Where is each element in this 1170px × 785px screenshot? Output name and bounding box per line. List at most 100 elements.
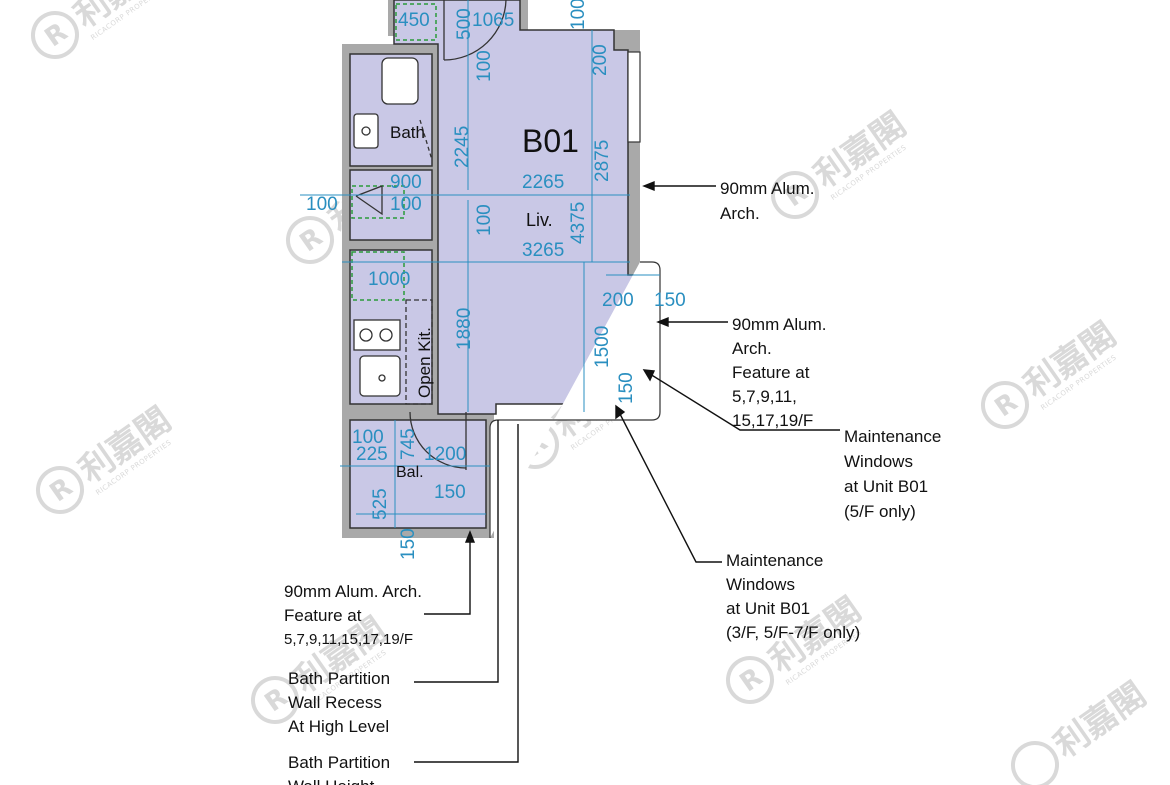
bath-fixtures xyxy=(353,57,433,216)
callout-line: Bath Partition xyxy=(288,753,390,772)
callout-line: Arch. xyxy=(720,204,760,223)
dim-100-top: 100 xyxy=(568,0,589,30)
callout-line: Windows xyxy=(844,452,913,471)
callout-alum-arch-bal: 90mm Alum. Arch. Feature at 5,7,9,11,15,… xyxy=(284,582,422,648)
watermark-logo: R 利嘉閣 RICACORP PROPERTIES xyxy=(36,400,179,514)
window-upper xyxy=(627,51,641,143)
callout-leaders xyxy=(414,180,840,763)
dim-100-bal: 100 xyxy=(352,427,384,448)
dim-225: 225 xyxy=(356,444,388,465)
dim-745: 745 xyxy=(398,428,419,460)
leader-bath-height xyxy=(414,424,519,763)
dim-2265: 2265 xyxy=(522,172,564,193)
callout-bath-height: Bath Partition Wall Height xyxy=(288,753,390,785)
dim-4375: 4375 xyxy=(568,202,589,244)
callout-maint-windows-3f: Maintenance Windows at Unit B01 (3/F, 5/… xyxy=(726,551,860,642)
watermark-logo: 利嘉閣 xyxy=(1011,675,1154,785)
callout-line: (5/F only) xyxy=(844,502,916,521)
kitchen-fixtures xyxy=(353,299,433,405)
dim-1000: 1000 xyxy=(368,269,410,290)
dimension-lines xyxy=(300,0,660,528)
shower-screen-icon xyxy=(355,185,383,216)
leader-maint-3f xyxy=(619,413,722,563)
leader-alum-arch-bal xyxy=(424,540,471,615)
dim-100-a: 100 xyxy=(306,194,338,215)
callout-line: Wall Height xyxy=(288,777,375,785)
watermark-letter: R xyxy=(45,472,79,508)
callout-line: Maintenance xyxy=(726,551,823,570)
dim-100-v2: 100 xyxy=(474,204,495,236)
callout-line: at Unit B01 xyxy=(844,477,928,496)
dim-200-mid: 200 xyxy=(602,290,634,311)
callout-line: 90mm Alum. Arch. xyxy=(284,582,422,601)
hob-burner-icon xyxy=(379,328,393,342)
callout-line: at Unit B01 xyxy=(726,599,810,618)
dim-1200: 1200 xyxy=(424,444,466,465)
dim-3265: 3265 xyxy=(522,240,564,261)
room-label-balcony: Bal. xyxy=(396,464,424,481)
basin-icon xyxy=(353,113,379,149)
entry-door-swing xyxy=(443,0,507,61)
callout-line: (3/F, 5/F-7/F only) xyxy=(726,623,860,642)
dim-1880: 1880 xyxy=(454,308,475,350)
unit-name: B01 xyxy=(522,123,579,159)
sink-drain-icon xyxy=(378,374,386,382)
watermark-logo: R 利嘉閣 RICACORP PROPERTIES xyxy=(31,0,174,59)
dim-900: 900 xyxy=(390,172,422,193)
dim-150-mid: 150 xyxy=(654,290,686,311)
dim-150-bottom: 150 xyxy=(398,528,419,560)
balcony-area xyxy=(349,419,487,529)
watermark-logo: R 利嘉閣 RICACORP PROPERTIES xyxy=(981,315,1124,429)
callout-line: Wall Recess xyxy=(288,693,382,712)
dim-200-top: 200 xyxy=(590,44,611,76)
kitchen-wet-zone xyxy=(351,251,405,301)
callout-line: 5,7,9,11, xyxy=(732,387,797,406)
callout-line: At High Level xyxy=(288,717,389,736)
doors xyxy=(409,0,507,470)
callout-bath-recess: Bath Partition Wall Recess At High Level xyxy=(288,669,390,736)
callout-line: 90mm Alum. xyxy=(720,179,814,198)
kitchen-counter xyxy=(405,299,433,405)
leader-maint-5f xyxy=(649,373,840,431)
hob-icon xyxy=(353,319,401,351)
dim-450: 450 xyxy=(398,10,430,31)
dim-150-v: 150 xyxy=(616,372,637,404)
dim-500: 500 xyxy=(454,8,475,40)
watermark-letter: R xyxy=(735,662,769,698)
watermark-logo: R 利嘉閣 RICACORP PROPERTIES xyxy=(771,105,914,219)
arrow-icon xyxy=(615,404,626,420)
dim-525: 525 xyxy=(370,488,391,520)
callout-line: Maintenance xyxy=(844,427,941,446)
watermark-brand: 利嘉閣 xyxy=(1047,675,1153,766)
callout-line: Arch. xyxy=(732,339,772,358)
callout-line: 90mm Alum. xyxy=(732,315,826,334)
callout-line: Feature at xyxy=(732,363,810,382)
dim-1500: 1500 xyxy=(592,326,613,368)
dimension-labels: 450 500 1065 100 200 100 2245 2875 900 1… xyxy=(306,0,686,560)
callout-line: Windows xyxy=(726,575,795,594)
leader-bath-recess xyxy=(414,420,499,683)
windows xyxy=(489,51,661,538)
room-label-living: Liv. xyxy=(526,210,553,230)
arrow-icon xyxy=(656,316,669,328)
hob-burner-icon xyxy=(359,328,373,342)
callout-alum-arch-feature: 90mm Alum. Arch. Feature at 5,7,9,11, 15… xyxy=(732,315,826,430)
toilet-icon xyxy=(381,57,419,105)
callout-line: Feature at xyxy=(284,606,362,625)
rooms xyxy=(349,0,639,529)
dim-2245: 2245 xyxy=(452,126,473,168)
arch-feature-outline xyxy=(489,261,661,538)
shower-area xyxy=(349,169,433,241)
watermark-letter: R xyxy=(40,17,74,53)
balcony-door-swing xyxy=(409,411,467,469)
arrow-icon xyxy=(464,530,476,543)
dim-150-bal: 150 xyxy=(434,482,466,503)
callout-alum-arch-1: 90mm Alum. Arch. xyxy=(720,179,814,223)
callout-line: 15,17,19/F xyxy=(732,411,813,430)
watermark-letter: R xyxy=(990,387,1024,423)
dim-100-b: 100 xyxy=(390,194,422,215)
callout-line: 5,7,9,11,15,17,19/F xyxy=(284,631,413,648)
dim-100-v1: 100 xyxy=(474,50,495,82)
dim-1065: 1065 xyxy=(472,10,514,31)
